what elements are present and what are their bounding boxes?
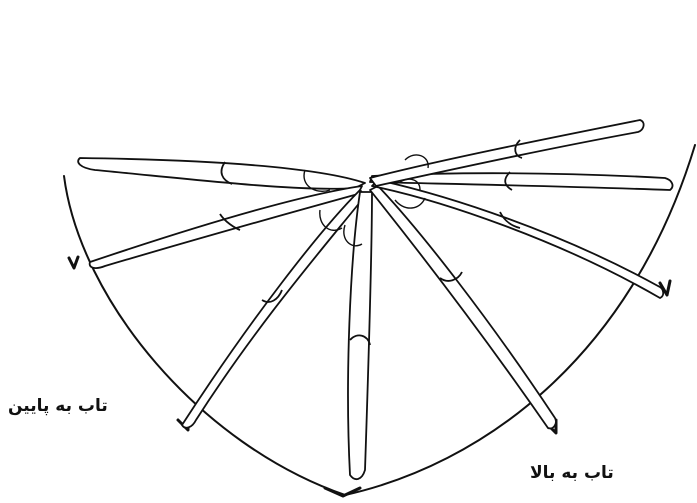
down-swing-label: تاب به پایین [8,396,108,416]
arc-arrow-bottom [325,488,360,496]
arc-arrow-left-upper [69,257,78,268]
up-swing-label: تاب به بالا [530,463,614,483]
body-silhouette-left-mid [90,186,362,268]
body-silhouette-right-steep [370,186,556,428]
